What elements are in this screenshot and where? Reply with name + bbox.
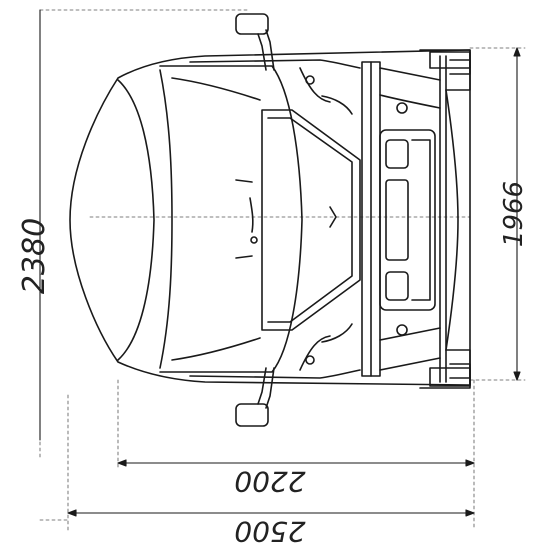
dimension-1966-label: 1966 bbox=[499, 181, 529, 247]
wheel-top bbox=[449, 59, 471, 75]
windshield bbox=[159, 65, 361, 373]
bumper bbox=[419, 49, 471, 389]
cab-details bbox=[171, 59, 361, 379]
grille bbox=[361, 61, 441, 377]
dimension-lines bbox=[39, 9, 521, 517]
dimension-2200-label: 2200 bbox=[234, 465, 305, 498]
dimension-2380-label: 2380 bbox=[17, 218, 52, 294]
hood-details bbox=[235, 179, 258, 259]
wheel-bottom bbox=[449, 363, 471, 379]
body-outline bbox=[69, 49, 471, 386]
dimension-2500-label: 2500 bbox=[234, 515, 305, 548]
